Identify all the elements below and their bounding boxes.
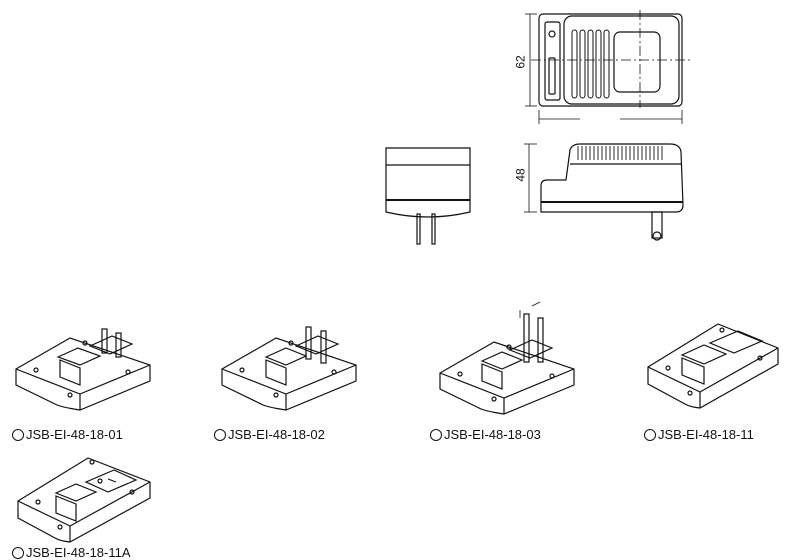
plate-jsb-02 bbox=[221, 326, 357, 411]
side-view bbox=[524, 143, 684, 241]
model-label: JSB-EI-48-18-11A bbox=[26, 545, 131, 560]
height-dimension-label: 48 bbox=[513, 168, 528, 182]
circle-icon bbox=[430, 428, 442, 441]
model-caption-4: JSB-EI-48-18-11 bbox=[644, 427, 754, 442]
model-caption-1: JSB-EI-48-18-01 bbox=[12, 427, 123, 442]
model-label: JSB-EI-48-18-01 bbox=[26, 427, 123, 442]
width-dimension-label: 62 bbox=[513, 55, 528, 69]
model-label: JSB-EI-48-18-02 bbox=[228, 427, 325, 442]
model-label: JSB-EI-48-18-11 bbox=[658, 427, 754, 442]
circle-icon bbox=[12, 428, 24, 441]
plate-jsb-11 bbox=[647, 323, 779, 409]
circle-icon bbox=[644, 428, 656, 441]
model-label: JSB-EI-48-18-03 bbox=[444, 427, 541, 442]
front-view bbox=[385, 147, 471, 245]
plate-jsb-03 bbox=[439, 301, 575, 415]
model-caption-2: JSB-EI-48-18-02 bbox=[214, 427, 325, 442]
model-caption-5: JSB-EI-48-18-11A bbox=[12, 545, 131, 560]
top-view bbox=[525, 10, 690, 124]
plate-jsb-11a bbox=[17, 457, 151, 543]
circle-icon bbox=[12, 546, 24, 559]
model-caption-3: JSB-EI-48-18-03 bbox=[430, 427, 541, 442]
circle-icon bbox=[214, 428, 226, 441]
plate-jsb-01 bbox=[15, 328, 151, 411]
